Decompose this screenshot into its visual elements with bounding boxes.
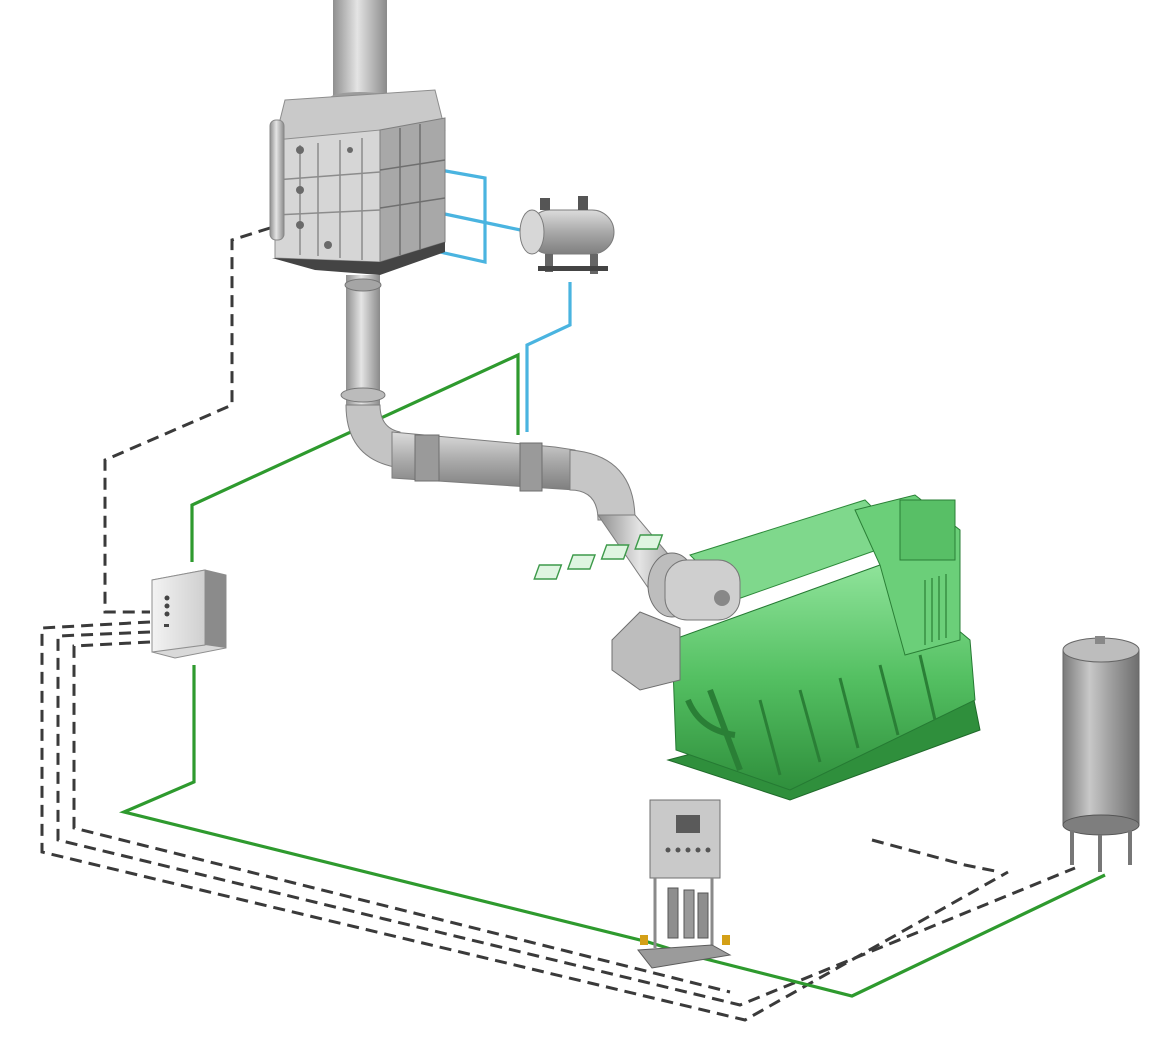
exhaust-pipe — [340, 275, 697, 618]
blue-line-upper — [439, 168, 487, 264]
signal-line-bundle-2 — [56, 630, 1076, 1007]
stack-pipe — [333, 0, 387, 98]
engine — [533, 494, 981, 801]
signal-line-boiler — [103, 226, 271, 614]
pump-skid — [637, 799, 732, 969]
control-cabinet — [151, 569, 227, 659]
vertical-tank — [1062, 636, 1140, 872]
exhaust-stack — [330, 0, 390, 104]
blue-lines — [439, 168, 572, 432]
blue-line-tank — [525, 282, 572, 432]
signal-lines — [40, 226, 1076, 1022]
signal-line-bundle-1 — [40, 620, 1009, 1022]
signal-line-tank-top — [871, 838, 1001, 874]
horizontal-tank — [519, 196, 615, 274]
blue-line-mid — [439, 211, 531, 234]
signal-line-bundle-3 — [72, 640, 731, 994]
exhaust-boiler — [269, 89, 446, 275]
